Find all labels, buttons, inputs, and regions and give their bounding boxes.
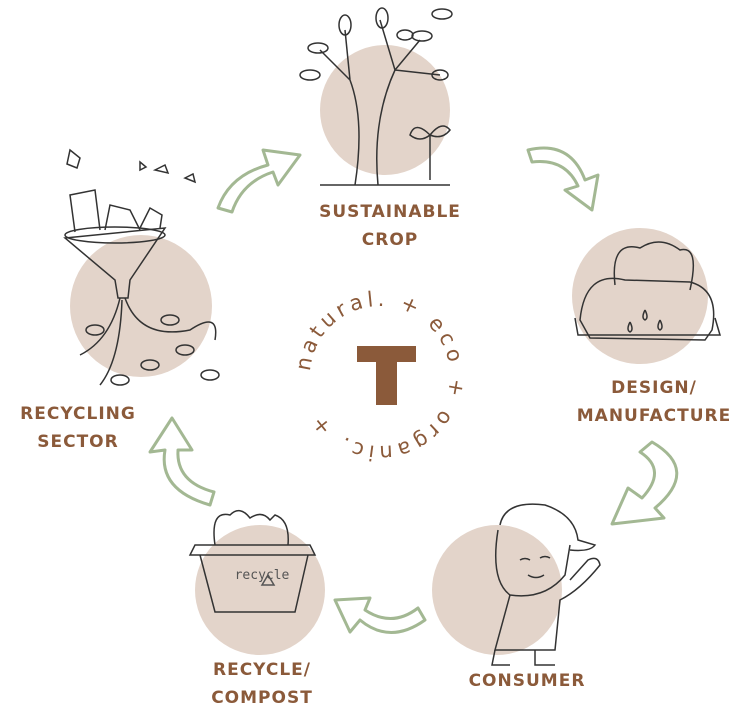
circle-sustainable-crop	[320, 45, 450, 175]
circle-recycling-sector	[70, 235, 212, 377]
label-line: MANUFACTURE	[576, 406, 732, 426]
label-recycling-sector: RECYCLING SECTOR	[20, 400, 136, 456]
cycle-arrows	[148, 146, 679, 634]
arrow-icon	[216, 148, 302, 214]
circle-recycle	[195, 525, 325, 655]
brand-logo: natural. + eco + organic. +	[291, 287, 466, 465]
label-line: CONSUMER	[468, 671, 586, 691]
arrow-icon	[148, 416, 216, 507]
label-line: COMPOST	[211, 688, 313, 708]
circle-design	[572, 228, 708, 364]
label-design-manufacture: DESIGN/ MANUFACTURE	[577, 374, 732, 430]
recycle-bin-icon: recycle	[188, 509, 317, 613]
label-recycle-compost: RECYCLE/ COMPOST	[211, 656, 313, 712]
label-line: DESIGN/	[611, 378, 697, 398]
bin-label: recycle	[235, 568, 290, 583]
tree-icon	[299, 7, 453, 186]
label-line: RECYCLE/	[212, 660, 312, 680]
wipes-pack-icon	[574, 241, 722, 341]
label-line: SECTOR	[37, 432, 119, 452]
arrow-icon	[610, 440, 679, 526]
funnel-icon	[63, 148, 220, 386]
person-icon	[491, 503, 601, 666]
label-line: RECYCLING	[20, 404, 136, 424]
arrow-icon	[333, 596, 427, 634]
label-sustainable-crop: SUSTAINABLE CROP	[319, 198, 461, 254]
label-consumer: CONSUMER	[469, 667, 586, 695]
label-line: CROP	[361, 230, 419, 250]
circle-consumer	[432, 525, 562, 655]
label-line: SUSTAINABLE	[319, 202, 461, 222]
arrow-icon	[526, 146, 600, 212]
